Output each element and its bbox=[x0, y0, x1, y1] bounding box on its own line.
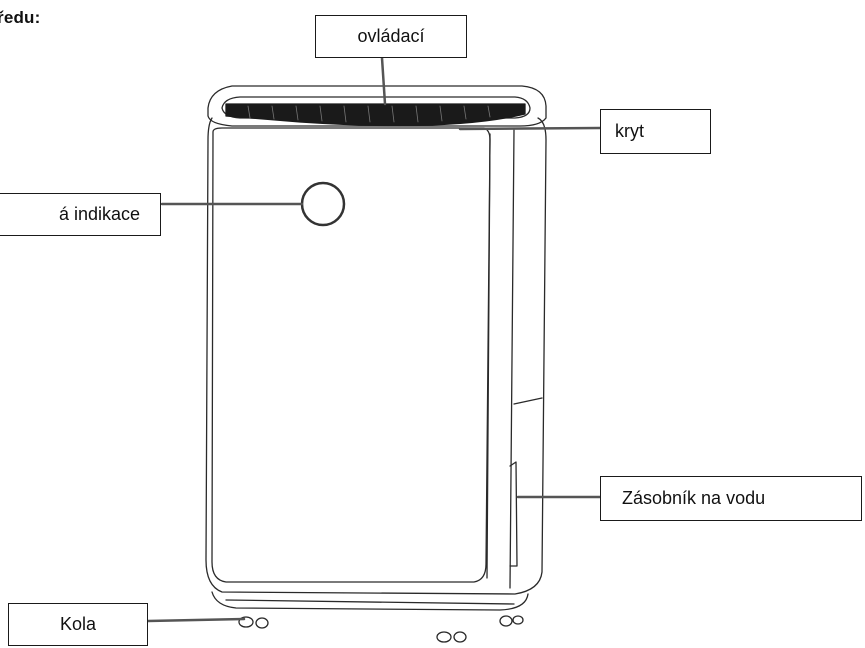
label-indicator-text: á indikace bbox=[58, 204, 140, 224]
label-controls-text: ovládací bbox=[357, 26, 425, 46]
base-rim bbox=[225, 599, 515, 605]
top-vent-grille bbox=[225, 103, 526, 127]
label-water-tank-text: Zásobník na vodu bbox=[622, 488, 766, 508]
leader-cover bbox=[458, 126, 602, 131]
front-panel bbox=[211, 127, 491, 583]
wheels bbox=[238, 615, 524, 643]
label-wheels: Kola bbox=[8, 603, 148, 646]
label-cover-text: kryt bbox=[615, 121, 644, 141]
leader-wheels bbox=[146, 617, 246, 623]
label-controls: ovládací bbox=[315, 15, 467, 58]
top-lid bbox=[207, 85, 547, 127]
label-water-tank: Zásobník na vodu bbox=[600, 476, 862, 521]
label-wheels-text: Kola bbox=[59, 614, 97, 634]
label-indicator: á indikace bbox=[0, 193, 161, 236]
water-tank bbox=[509, 397, 543, 567]
diagram-heading: ředu: bbox=[0, 8, 41, 27]
side-seam-front bbox=[486, 133, 491, 579]
body-outline bbox=[205, 117, 547, 595]
base bbox=[211, 591, 529, 611]
label-cover: kryt bbox=[600, 109, 711, 154]
side-seam-rear bbox=[509, 129, 515, 589]
indicator-ring bbox=[300, 181, 346, 227]
leader-controls bbox=[380, 56, 387, 106]
